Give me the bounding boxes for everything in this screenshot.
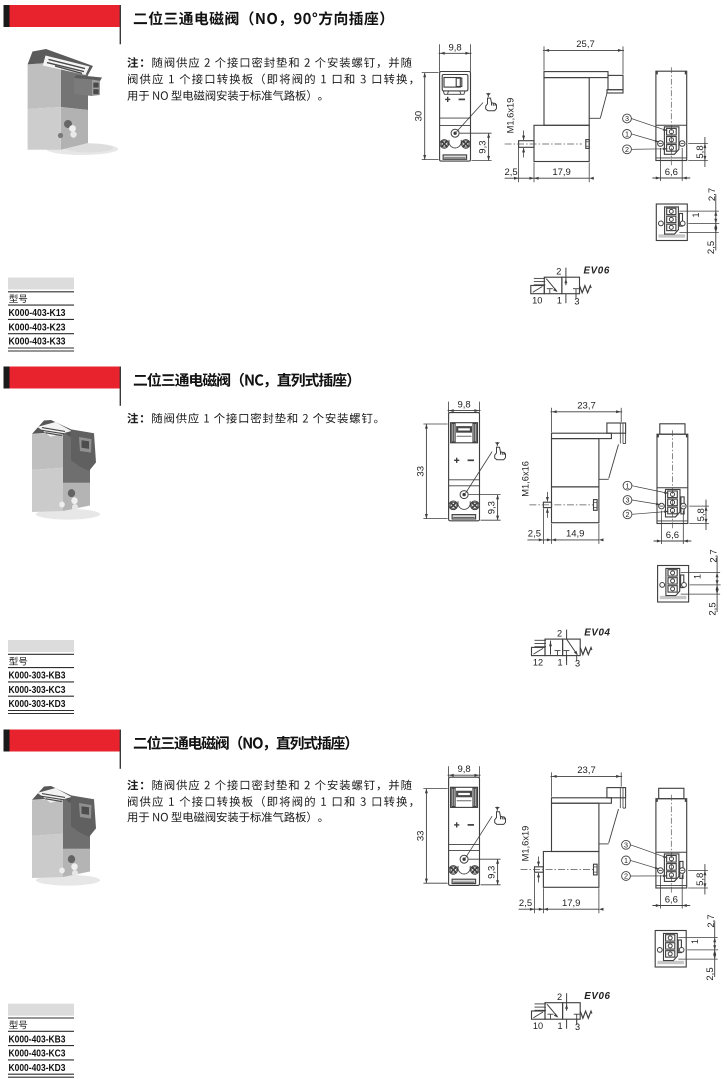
svg-text:6,6: 6,6 bbox=[665, 167, 678, 178]
svg-text:2,5: 2,5 bbox=[504, 167, 517, 178]
svg-text:1: 1 bbox=[625, 130, 629, 139]
svg-text:9,3: 9,3 bbox=[487, 501, 498, 514]
svg-text:33: 33 bbox=[415, 831, 426, 842]
svg-text:M1,6x19: M1,6x19 bbox=[505, 98, 515, 134]
svg-text:1: 1 bbox=[557, 296, 562, 306]
svg-text:1: 1 bbox=[690, 939, 700, 944]
svg-text:1: 1 bbox=[692, 574, 702, 579]
svg-text:2,7: 2,7 bbox=[708, 549, 719, 562]
svg-text:2: 2 bbox=[557, 992, 562, 1002]
svg-text:K000-403-KB3: K000-403-KB3 bbox=[9, 1034, 66, 1045]
svg-text:K000-403-K13: K000-403-K13 bbox=[9, 308, 66, 319]
svg-text:K000-303-KB3: K000-303-KB3 bbox=[9, 671, 66, 682]
svg-text:9,3: 9,3 bbox=[478, 140, 489, 153]
svg-text:1: 1 bbox=[558, 658, 563, 668]
svg-text:3: 3 bbox=[626, 496, 630, 505]
svg-text:1: 1 bbox=[624, 856, 628, 865]
svg-text:1: 1 bbox=[558, 1021, 563, 1031]
svg-text:5,8: 5,8 bbox=[696, 508, 707, 521]
svg-text:M1,6x19: M1,6x19 bbox=[520, 826, 530, 862]
svg-text:2,5: 2,5 bbox=[707, 602, 718, 615]
svg-text:2,5: 2,5 bbox=[528, 529, 541, 540]
svg-text:K000-303-KC3: K000-303-KC3 bbox=[9, 685, 66, 696]
svg-text:3: 3 bbox=[574, 297, 579, 307]
svg-text:30: 30 bbox=[414, 111, 425, 122]
svg-text:K000-403-K33: K000-403-K33 bbox=[9, 337, 66, 348]
svg-text:9,3: 9,3 bbox=[487, 866, 498, 879]
svg-text:2,7: 2,7 bbox=[706, 914, 717, 927]
svg-text:2,5: 2,5 bbox=[705, 967, 716, 980]
svg-text:1: 1 bbox=[691, 213, 701, 218]
svg-text:9,8: 9,8 bbox=[457, 400, 470, 411]
svg-text:K000-403-K23: K000-403-K23 bbox=[9, 322, 66, 333]
svg-text:3: 3 bbox=[624, 840, 628, 849]
svg-text:K000-403-KD3: K000-403-KD3 bbox=[9, 1063, 66, 1074]
svg-text:2: 2 bbox=[556, 267, 561, 277]
svg-text:1: 1 bbox=[626, 481, 630, 490]
svg-text:25,7: 25,7 bbox=[576, 39, 595, 50]
svg-text:2,5: 2,5 bbox=[706, 241, 717, 254]
svg-text:EV06: EV06 bbox=[584, 266, 610, 277]
svg-text:9,8: 9,8 bbox=[457, 764, 470, 775]
svg-text:23,7: 23,7 bbox=[577, 765, 596, 776]
svg-text:10: 10 bbox=[532, 296, 542, 306]
svg-text:12: 12 bbox=[533, 658, 543, 668]
svg-text:5,8: 5,8 bbox=[695, 145, 706, 158]
svg-text:23,7: 23,7 bbox=[577, 401, 596, 412]
svg-text:2,7: 2,7 bbox=[707, 188, 718, 201]
svg-text:2,5: 2,5 bbox=[519, 898, 532, 909]
svg-text:2: 2 bbox=[625, 145, 629, 154]
svg-text:K000-303-KD3: K000-303-KD3 bbox=[9, 699, 66, 710]
svg-text:6,6: 6,6 bbox=[665, 895, 678, 906]
svg-text:K000-403-KC3: K000-403-KC3 bbox=[9, 1049, 66, 1060]
svg-text:2: 2 bbox=[557, 629, 562, 639]
svg-text:17,9: 17,9 bbox=[562, 898, 581, 909]
svg-text:6,6: 6,6 bbox=[666, 530, 679, 541]
svg-text:EV06: EV06 bbox=[584, 991, 610, 1002]
svg-text:9,8: 9,8 bbox=[448, 42, 461, 53]
svg-text:EV04: EV04 bbox=[584, 628, 610, 639]
svg-text:M1,6x16: M1,6x16 bbox=[520, 461, 530, 497]
svg-text:17,9: 17,9 bbox=[552, 167, 571, 178]
svg-text:33: 33 bbox=[415, 466, 426, 477]
svg-text:5,8: 5,8 bbox=[695, 873, 706, 886]
svg-text:14,9: 14,9 bbox=[566, 529, 585, 540]
svg-text:2: 2 bbox=[624, 872, 628, 881]
svg-text:3: 3 bbox=[625, 114, 629, 123]
svg-text:2: 2 bbox=[626, 510, 630, 519]
svg-text:3: 3 bbox=[575, 659, 580, 669]
svg-text:3: 3 bbox=[575, 1022, 580, 1032]
svg-text:10: 10 bbox=[533, 1021, 543, 1031]
